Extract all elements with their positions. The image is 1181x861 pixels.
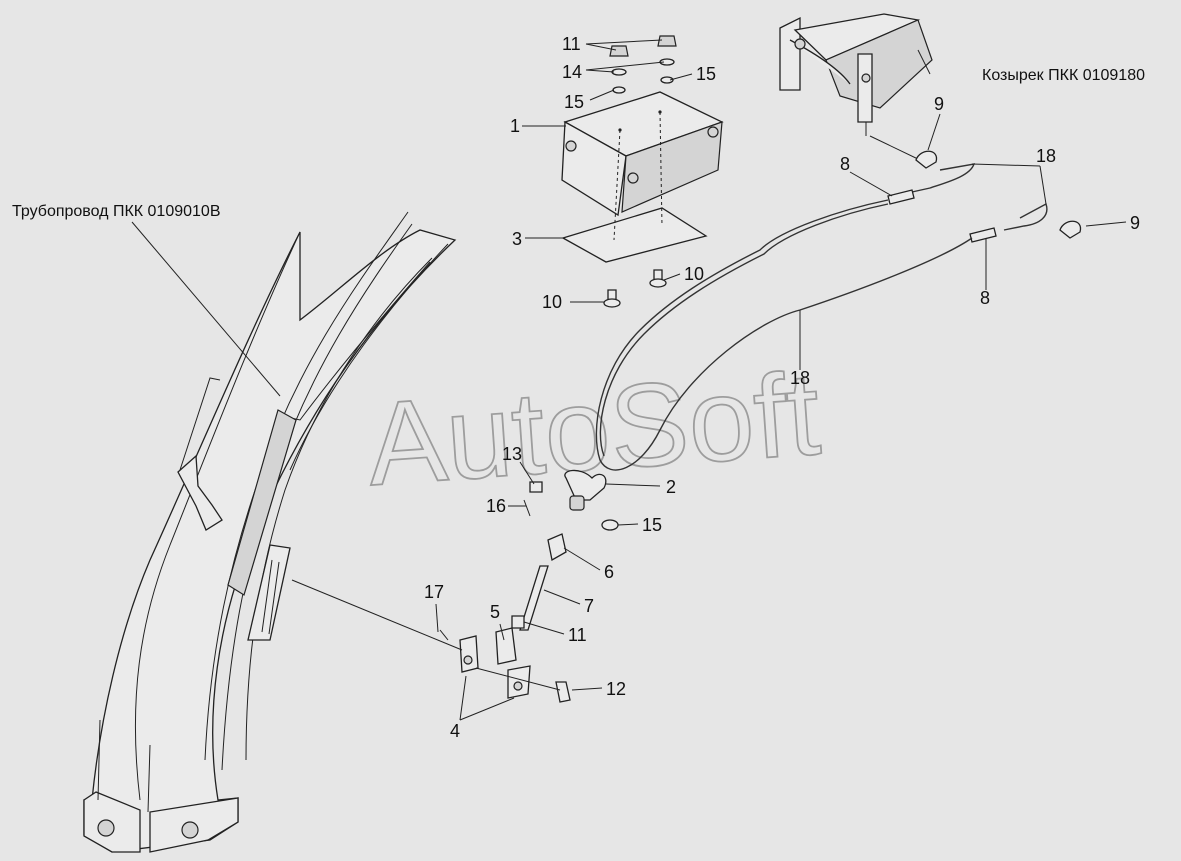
callout-11: 11 [562,34,581,54]
callout-4: 4 [450,721,460,741]
callout-14: 14 [562,62,582,82]
callout-11: 11 [568,625,587,645]
callout-7: 7 [584,596,594,616]
pipeline-label: Трубопровод ПКК 0109010В [12,203,221,220]
callout-15: 15 [642,515,662,535]
callout-17: 17 [424,582,444,602]
callout-9: 9 [934,94,944,114]
lower-linkage [291,469,619,703]
boom-pipeline [83,211,457,853]
callout-8: 8 [980,288,990,308]
mounting-plate [561,111,708,263]
callout-13: 13 [502,444,522,464]
callout-15: 15 [696,64,716,84]
visor-label: Козырек ПКК 0109180 [982,67,1145,84]
callout-12: 12 [606,679,626,699]
callout-5: 5 [490,602,500,622]
bottom-bolts [603,269,667,308]
callout-15: 15 [564,92,584,112]
callout-8: 8 [840,154,850,174]
callout-9: 9 [1130,213,1140,233]
callout-18: 18 [790,368,810,388]
rope-thimbles [915,150,1082,239]
callout-18: 18 [1036,146,1056,166]
callout-6: 6 [604,562,614,582]
callout-2: 2 [666,477,676,497]
callout-1: 1 [510,116,520,136]
callout-10: 10 [684,264,704,284]
leader-lines [131,39,1127,721]
callout-16: 16 [486,496,506,516]
callout-3: 3 [512,229,522,249]
callout-10: 10 [542,292,562,312]
visor-assembly [779,13,933,161]
cover-box [561,91,724,217]
